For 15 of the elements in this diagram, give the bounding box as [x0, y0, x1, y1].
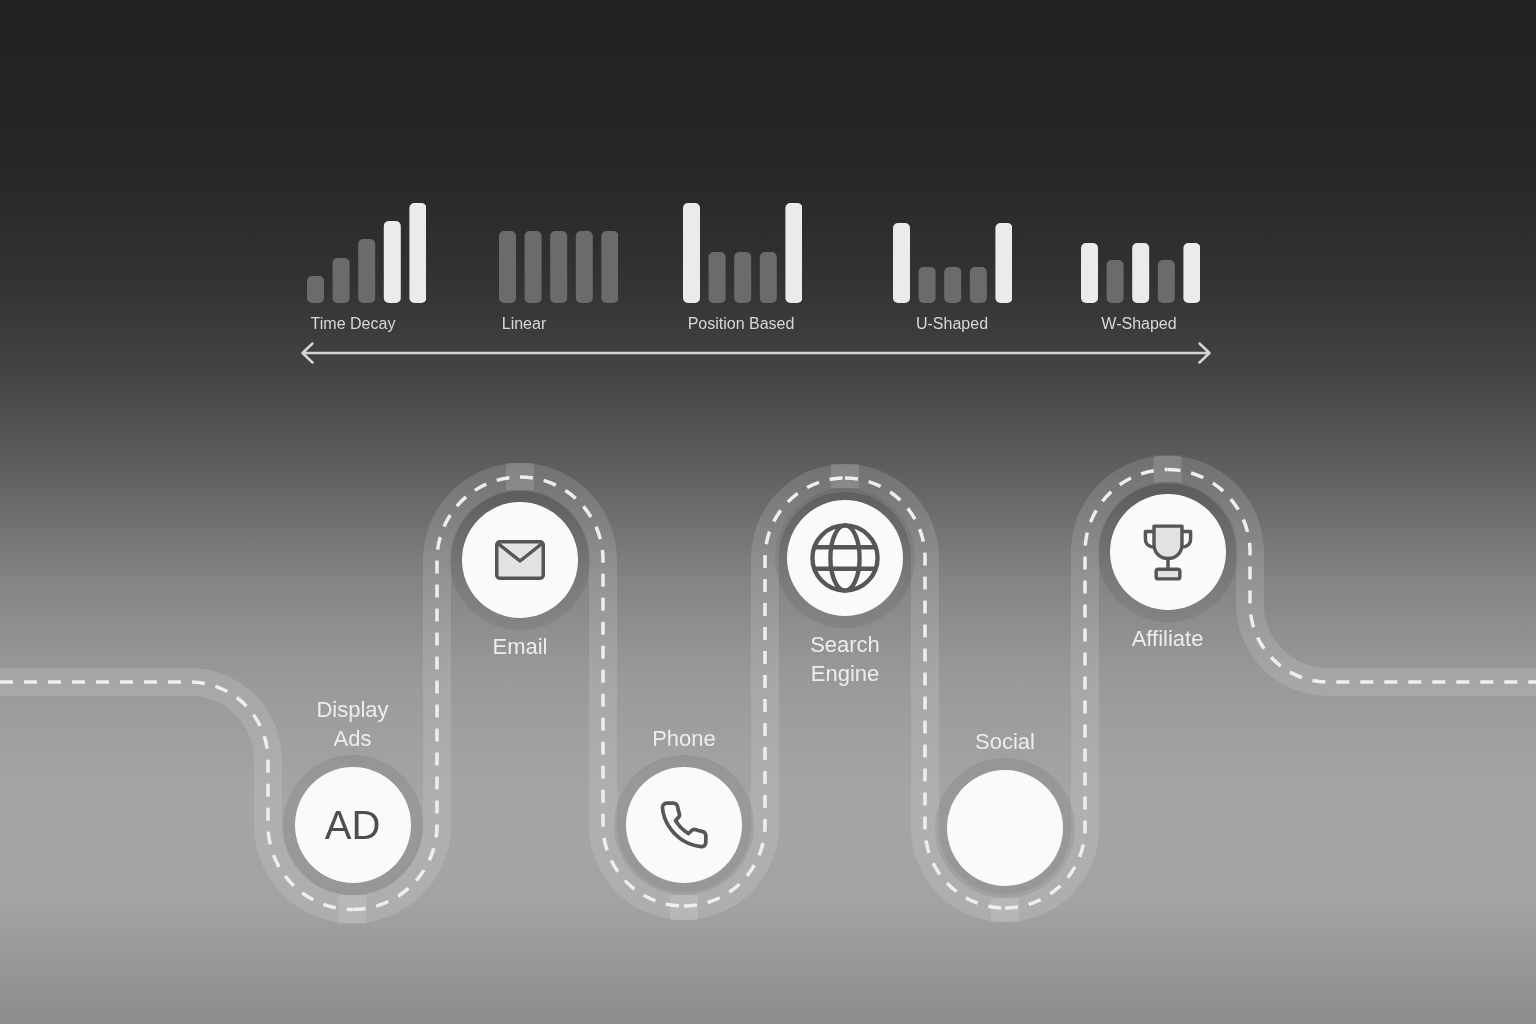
model-caption: W-Shaped: [1101, 315, 1177, 333]
road: [0, 668, 367, 924]
channel-label: Email: [492, 633, 548, 661]
model-caption: U-Shaped: [916, 315, 988, 333]
channel-label: Search Engine: [809, 631, 881, 688]
model-caption: Linear: [501, 315, 547, 333]
road: [1153, 455, 1536, 696]
channel-label: Social: [975, 728, 1035, 756]
abbreviation-text: AD: [324, 805, 381, 845]
channel-label: Display Ads: [315, 696, 390, 753]
model-caption: Time Decay: [310, 315, 396, 333]
channel-label: Affiliate: [1131, 625, 1204, 653]
model-caption: Position Based: [687, 315, 795, 333]
channel-label: Phone: [652, 725, 716, 753]
road: [338, 463, 534, 924]
